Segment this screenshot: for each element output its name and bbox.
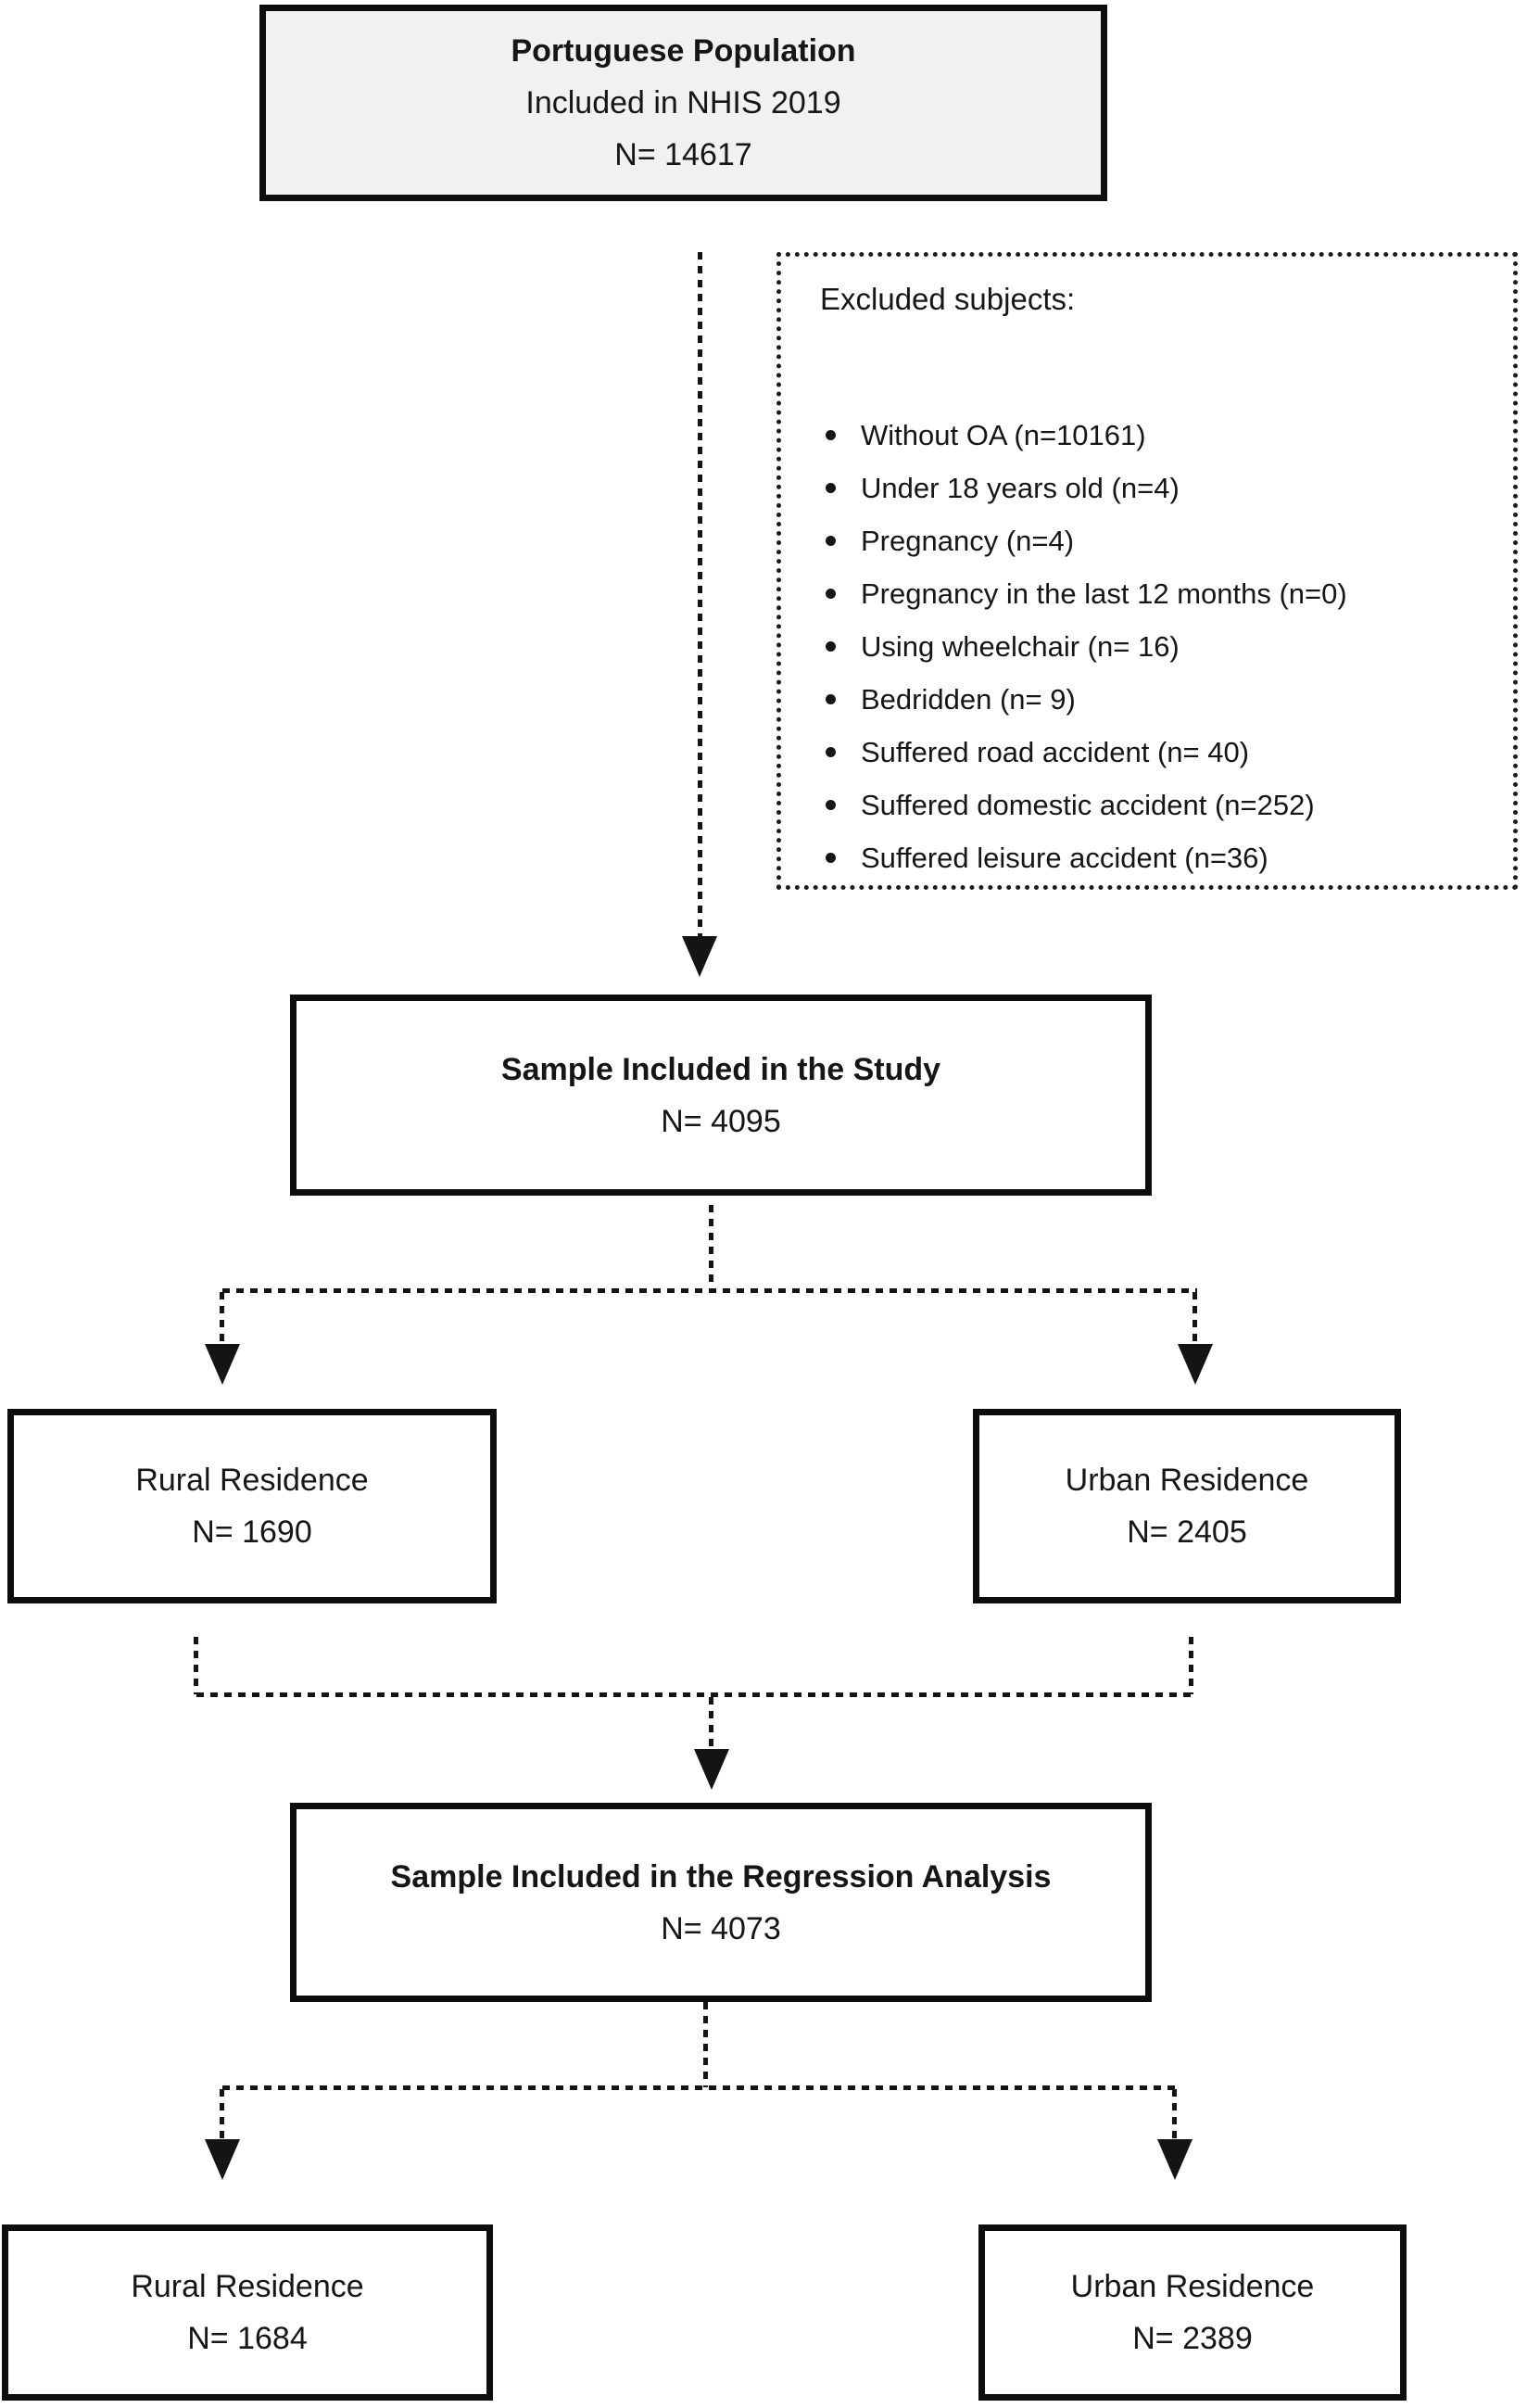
excluded-item-label: Using wheelchair (n= 16) <box>861 629 1180 663</box>
population-box: Portuguese Population Included in NHIS 2… <box>259 5 1107 201</box>
connector-regression-split-stub <box>703 2002 708 2087</box>
rural-regression-n-label: N= 1684 <box>187 2321 308 2356</box>
rural-study-n-label: N= 1690 <box>192 1515 312 1550</box>
excluded-item-label: Without OA (n=10161) <box>861 418 1146 451</box>
excluded-title: Excluded subjects: <box>820 282 1076 316</box>
bullet-icon <box>826 536 836 546</box>
urban-regression-n-label: N= 2389 <box>1132 2321 1253 2356</box>
connector-merge-to-regression <box>709 1697 713 1751</box>
urban-regression-box: Urban Residence N= 2389 <box>978 2224 1407 2401</box>
excluded-item: Using wheelchair (n= 16) <box>820 620 1498 673</box>
arrowhead-study-to-rural <box>205 1344 240 1385</box>
excluded-item: Without OA (n=10161) <box>820 409 1498 462</box>
connector-regression-split-horizontal <box>222 2085 1177 2090</box>
connector-study-to-urban <box>1193 1292 1197 1346</box>
rural-study-box: Rural Residence N= 1690 <box>7 1409 497 1603</box>
urban-regression-title: Urban Residence <box>1070 2269 1315 2304</box>
excluded-item: Suffered domestic accident (n=252) <box>820 779 1498 831</box>
arrowhead-population-to-study <box>682 936 717 977</box>
urban-study-box: Urban Residence N= 2405 <box>973 1409 1401 1603</box>
excluded-item-label: Pregnancy in the last 12 months (n=0) <box>861 577 1347 610</box>
population-n-label: N= 14617 <box>614 137 752 172</box>
population-title: Portuguese Population <box>511 33 856 69</box>
rural-study-title: Rural Residence <box>135 1463 369 1498</box>
excluded-item-label: Bedridden (n= 9) <box>861 682 1076 716</box>
connector-regression-to-urban <box>1172 2089 1177 2141</box>
bullet-icon <box>826 641 836 652</box>
arrowhead-study-to-urban <box>1178 1344 1213 1385</box>
bullet-icon <box>826 747 836 757</box>
bullet-icon <box>826 589 836 599</box>
arrowhead-regression-to-rural <box>205 2139 240 2180</box>
population-subtitle: Included in NHIS 2019 <box>525 85 841 120</box>
connector-study-to-rural <box>220 1292 224 1346</box>
excluded-item: Suffered road accident (n= 40) <box>820 726 1498 779</box>
excluded-item: Bedridden (n= 9) <box>820 673 1498 726</box>
excluded-item: Pregnancy (n=4) <box>820 514 1498 567</box>
bullet-icon <box>826 853 836 863</box>
excluded-item: Under 18 years old (n=4) <box>820 462 1498 514</box>
bullet-icon <box>826 483 836 493</box>
rural-regression-box: Rural Residence N= 1684 <box>2 2224 493 2401</box>
arrowhead-merge-to-regression <box>694 1749 729 1790</box>
regression-sample-n-label: N= 4073 <box>661 1910 781 1946</box>
study-sample-n-label: N= 4095 <box>661 1103 781 1139</box>
regression-sample-box: Sample Included in the Regression Analys… <box>290 1803 1152 2002</box>
connector-merge-horizontal <box>196 1692 1193 1697</box>
connector-rural-merge-stub <box>194 1637 198 1694</box>
connector-regression-to-rural <box>220 2089 224 2141</box>
rural-regression-title: Rural Residence <box>131 2269 364 2304</box>
study-sample-box: Sample Included in the Study N= 4095 <box>290 995 1152 1196</box>
arrowhead-regression-to-urban <box>1157 2139 1193 2180</box>
urban-study-n-label: N= 2405 <box>1127 1515 1247 1550</box>
bullet-icon <box>826 694 836 704</box>
connector-study-split-horizontal <box>222 1288 1197 1293</box>
bullet-icon <box>826 800 836 810</box>
bullet-icon <box>826 430 836 440</box>
excluded-item-label: Suffered leisure accident (n=36) <box>861 841 1268 874</box>
excluded-item: Pregnancy in the last 12 months (n=0) <box>820 567 1498 620</box>
excluded-item-label: Pregnancy (n=4) <box>861 524 1075 557</box>
study-sample-title: Sample Included in the Study <box>500 1051 941 1087</box>
excluded-list: Without OA (n=10161) Under 18 years old … <box>820 409 1498 884</box>
excluded-subjects-box: Excluded subjects: Without OA (n=10161) … <box>776 252 1518 890</box>
excluded-item-label: Suffered domestic accident (n=252) <box>861 788 1315 821</box>
connector-study-split-stub <box>709 1205 713 1290</box>
excluded-item: Suffered leisure accident (n=36) <box>820 831 1498 884</box>
urban-study-title: Urban Residence <box>1065 1463 1309 1498</box>
connector-urban-merge-stub <box>1189 1637 1193 1694</box>
excluded-item-label: Suffered road accident (n= 40) <box>861 735 1250 768</box>
connector-population-to-study <box>698 252 702 938</box>
excluded-item-label: Under 18 years old (n=4) <box>861 471 1180 504</box>
regression-sample-title: Sample Included in the Regression Analys… <box>390 1858 1052 1895</box>
